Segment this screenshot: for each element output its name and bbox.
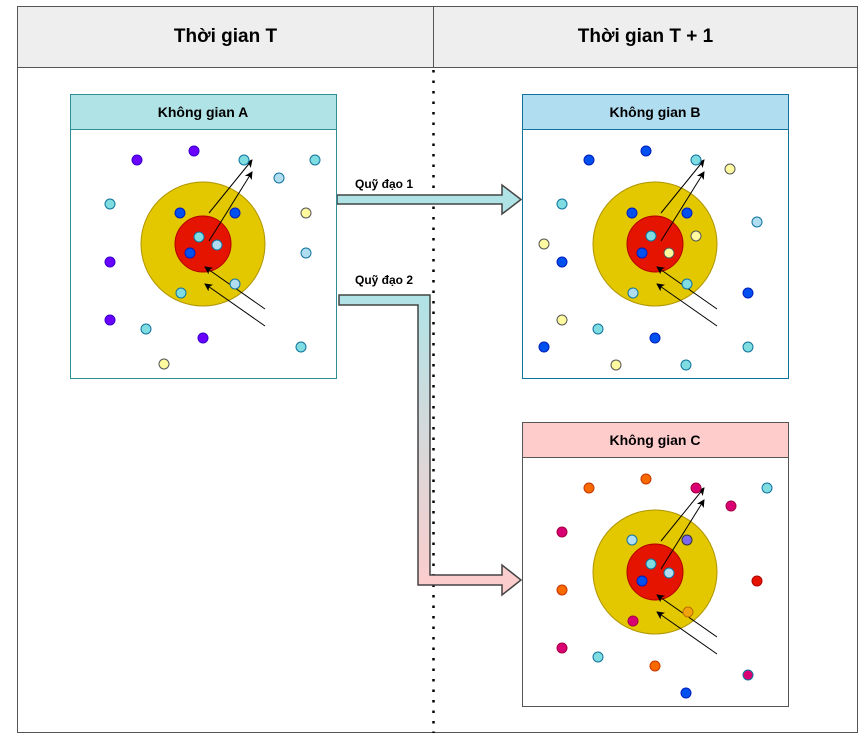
data-point [663,567,675,579]
data-point [104,198,116,210]
data-point [158,358,170,370]
data-point [556,256,568,268]
header-band [17,6,858,68]
data-point [174,207,186,219]
data-point [626,207,638,219]
space-a-title: Không gian A [157,103,249,120]
core-region [626,543,684,601]
data-point [742,341,754,353]
data-point [636,575,648,587]
data-point [690,482,702,494]
inward-arrow [656,611,718,655]
data-point [556,642,568,654]
data-point [238,154,250,166]
data-point [636,247,648,259]
data-point [538,238,550,250]
space-b-header [522,94,789,130]
data-point [538,341,550,353]
data-point [742,669,754,681]
core-region [626,215,684,273]
data-point [682,606,694,618]
outward-arrow [660,171,705,242]
data-point [626,534,638,546]
column-title-time-t: Thời gian T [173,25,278,47]
data-point [131,154,143,166]
data-point [640,145,652,157]
data-point [761,482,773,494]
data-point [193,231,205,243]
data-point [273,172,285,184]
outward-arrow [660,159,705,214]
data-point [583,482,595,494]
data-point [229,207,241,219]
data-point [556,584,568,596]
space-c-header [522,422,789,458]
trajectory-1-label: Quỹ đạo 1 [355,177,414,191]
data-point [681,207,693,219]
data-point [680,359,692,371]
data-point [645,230,657,242]
data-point [229,278,241,290]
data-point [649,332,661,344]
data-point [309,154,321,166]
data-point [556,198,568,210]
data-point [104,314,116,326]
data-point [140,323,152,335]
data-point [690,230,702,242]
data-point [627,287,639,299]
data-point [300,247,312,259]
data-point [742,287,754,299]
data-point [725,500,737,512]
trajectory-2-label: Quỹ đạo 2 [355,273,414,287]
space-c-title: Không gian C [609,431,701,448]
outward-arrow [660,487,705,542]
outward-arrow [208,171,253,242]
data-point [104,256,116,268]
space-b-title: Không gian B [609,103,701,120]
data-point [592,651,604,663]
trajectory-1-arrow[interactable] [336,183,523,216]
outward-arrow [660,499,705,570]
core-region [174,215,232,273]
data-point [556,526,568,538]
data-point [645,558,657,570]
data-point [188,145,200,157]
data-point [724,163,736,175]
data-point [556,314,568,326]
trajectory-2-arrow[interactable] [338,294,523,597]
data-point [681,278,693,290]
data-point [300,207,312,219]
data-point [640,473,652,485]
data-point [175,287,187,299]
data-point [184,247,196,259]
inward-arrow [204,283,266,327]
data-point [211,239,223,251]
data-point [751,575,763,587]
outward-arrow [208,159,253,214]
data-point [681,534,693,546]
inward-arrow [656,283,718,327]
column-title-time-t-plus-1: Thời gian T + 1 [577,25,714,47]
space-a-header [70,94,337,130]
space-c [522,422,789,707]
data-point [610,359,622,371]
data-point [663,247,675,259]
space-a [70,94,337,379]
data-point [751,216,763,228]
data-point [592,323,604,335]
data-point [583,154,595,166]
data-point [197,332,209,344]
space-b [522,94,789,379]
data-point [680,687,692,699]
data-point [649,660,661,672]
data-point [627,615,639,627]
data-point [690,154,702,166]
data-point [295,341,307,353]
